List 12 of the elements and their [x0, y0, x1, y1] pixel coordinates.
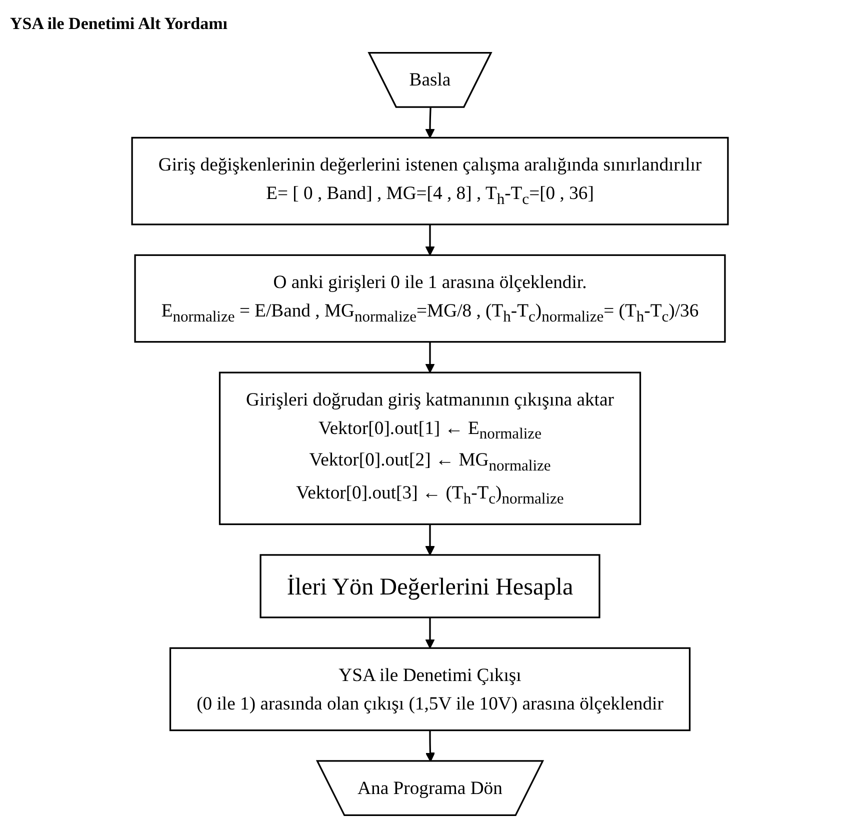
node-box: Giriş değişkenlerinin değerlerini istenen çalışma aralığında sınırlandırılır E= [ 0 , Band] , MG=[4 , 8] , T$_{h}$-T$_{c}$=[0 , 36]	[131, 136, 729, 226]
node-box: O anki girişleri 0 ile 1 arasına ölçeklendir. E$_{normalize}$ = E/Band , MG$_{normalize}$=MG/8 , (T$_{h}$-T$_{c}$)$_{normalize}$= (T$_{h}$-T$_{c}$)/36	[134, 254, 726, 343]
node-box: İleri Yön Değerlerini Hesapla	[260, 554, 600, 618]
arrow	[425, 224, 435, 256]
arrow	[425, 108, 435, 138]
arrow	[425, 617, 435, 649]
node-box: Girişleri doğrudan giriş katmanının çıkışına aktar Vektor[0].out[1] ← E$_{normalize}$ Vektor[0].out[2] ← MG$_{normalize}$ Vektor[0].out[3] ← (T$_{h}$-T$_{c}$)$_{normalize}$	[218, 372, 642, 526]
diagram-title: YSA ile Denetimi Alt Yordamı	[10, 14, 228, 34]
node-box: YSA ile Denetimi Çıkışı (0 ile 1) arasında olan çıkışı (1,5V ile 10V) arasına ölçeklendir	[169, 647, 691, 732]
arrow	[425, 342, 435, 373]
arrow	[425, 524, 435, 556]
arrow	[425, 730, 436, 762]
